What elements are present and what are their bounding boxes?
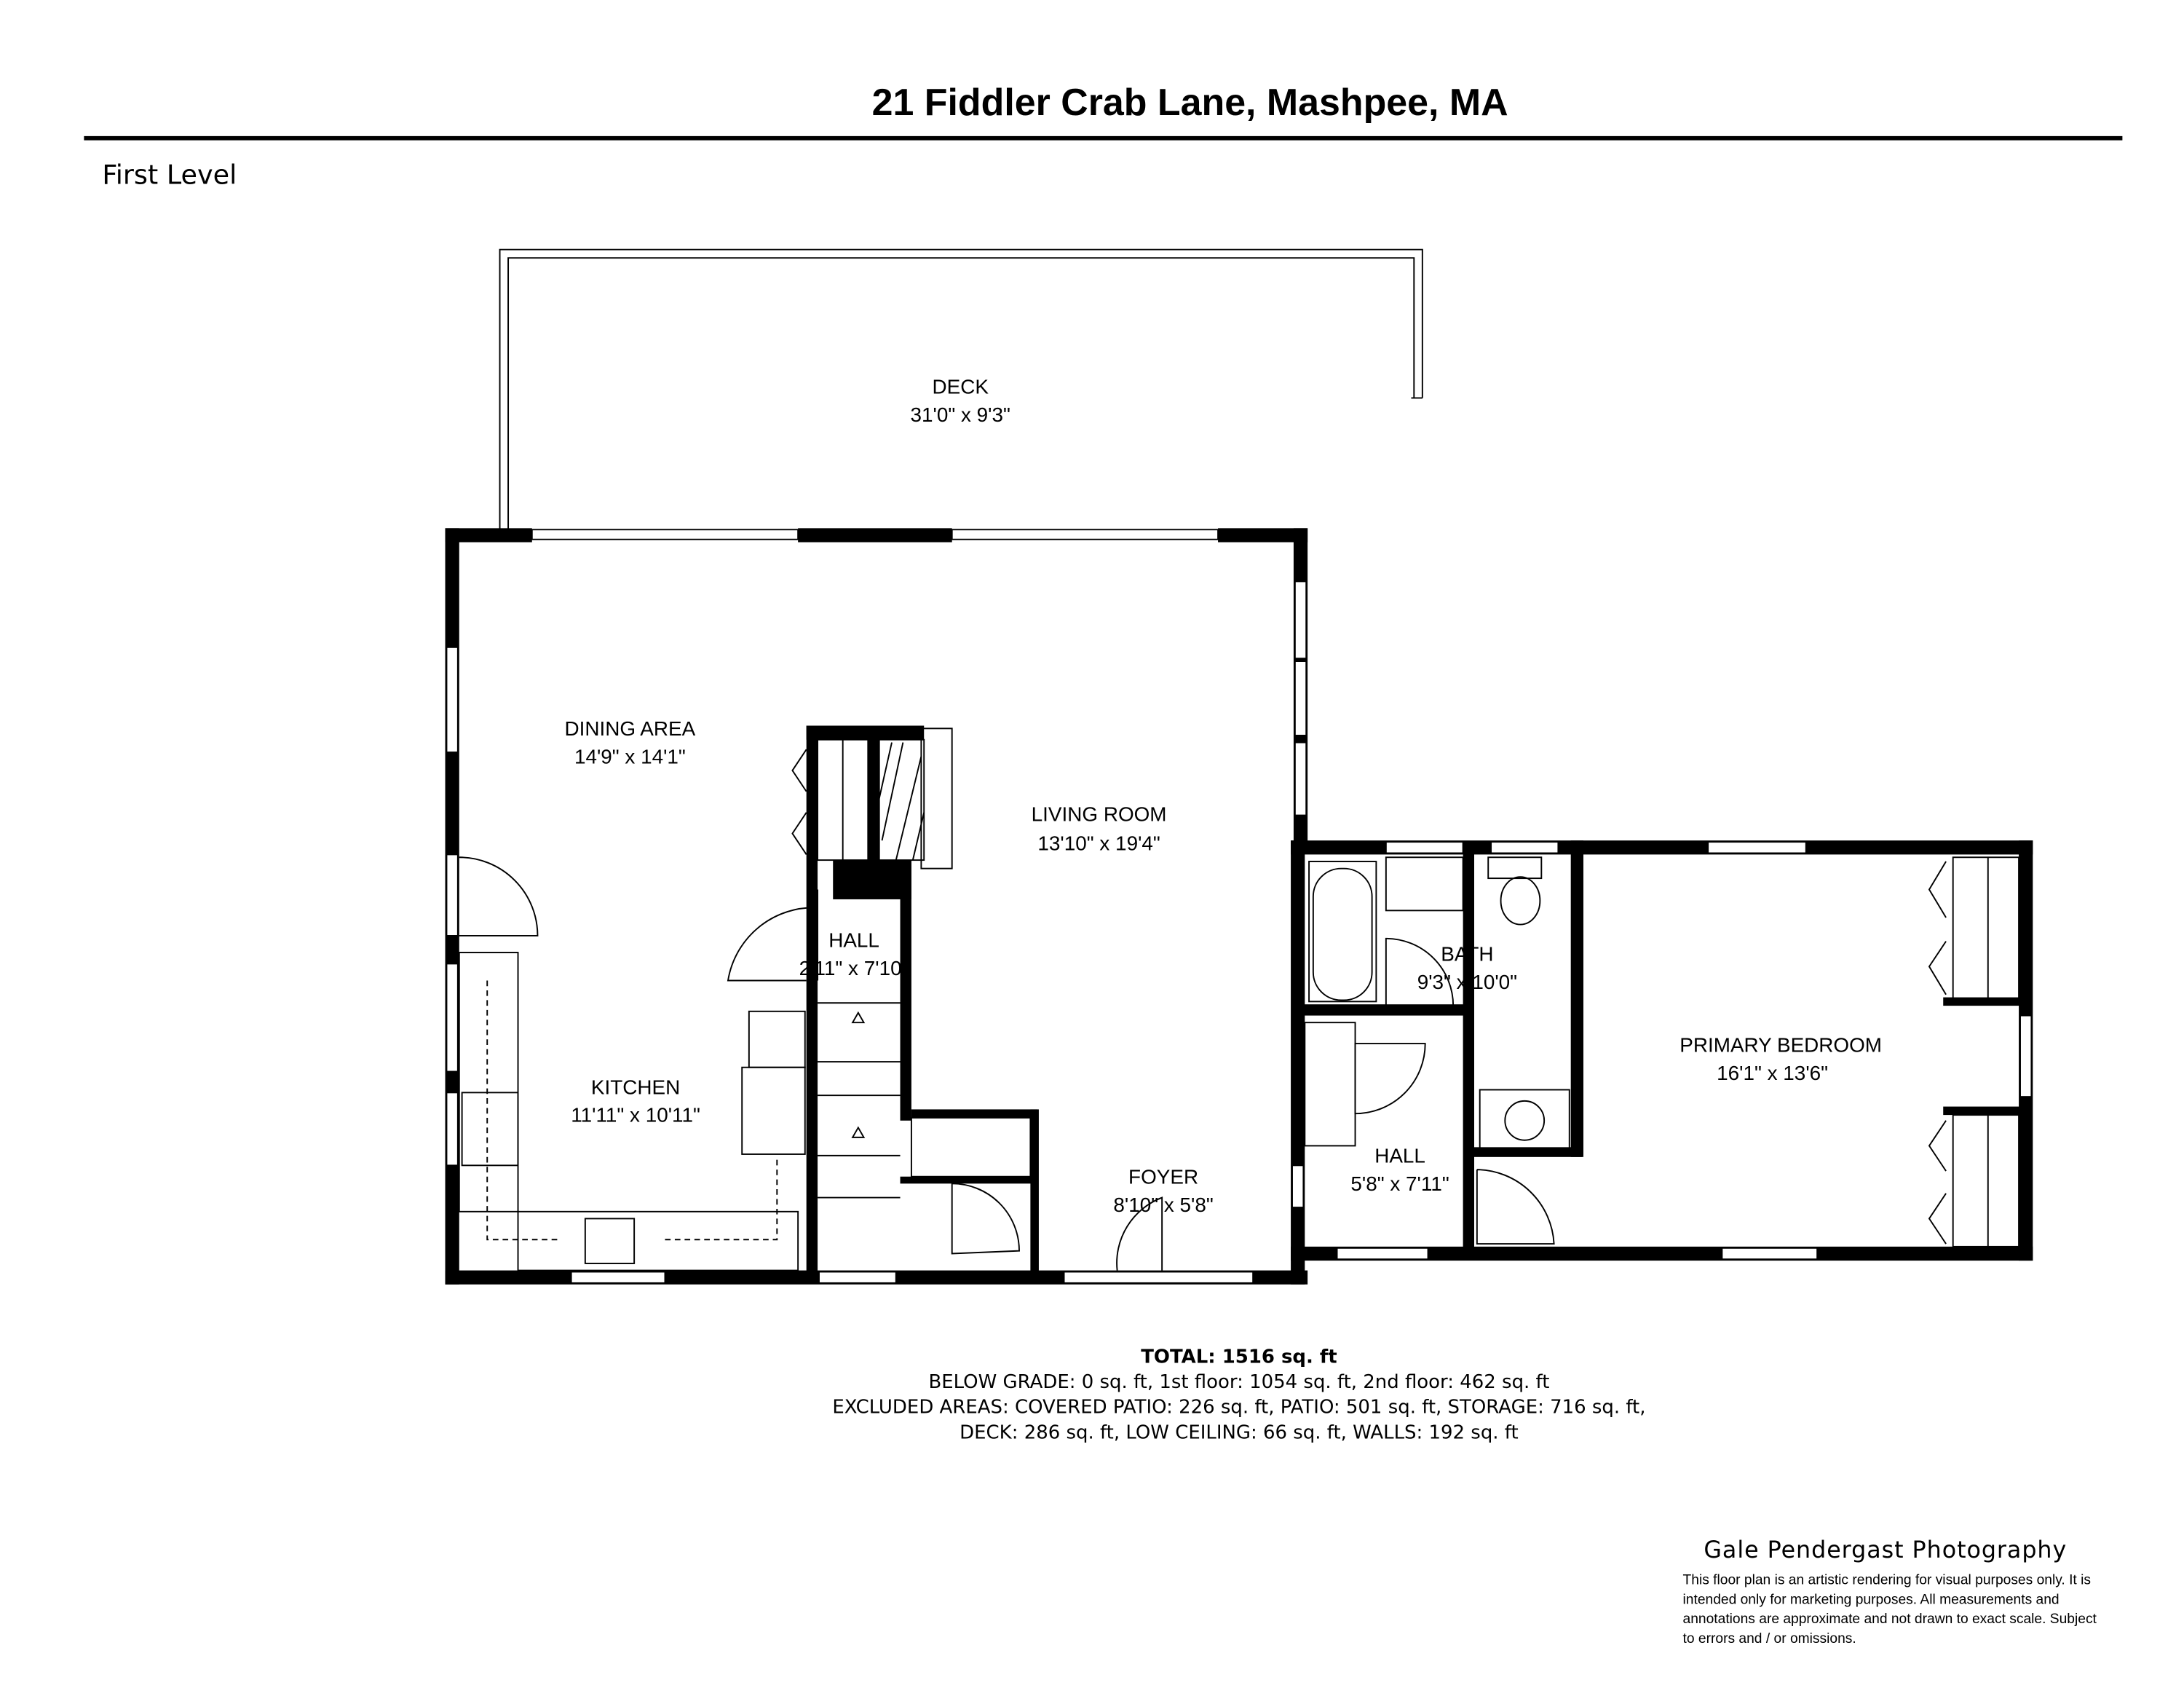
room-name-bath: BATH	[1441, 943, 1493, 966]
room-dims-dining: 14'9" x 14'1"	[574, 745, 686, 768]
disclaimer-line: This floor plan is an artistic rendering…	[1683, 1572, 2091, 1588]
footer: Gale Pendergast Photography This floor p…	[1683, 1537, 2097, 1646]
deck-outline	[499, 248, 1423, 530]
disclaimer-line: to errors and / or omissions.	[1683, 1631, 1856, 1646]
room-dims-hall-2: 5'8" x 7'11"	[1350, 1172, 1449, 1195]
room-labels: DECK 31'0" x 9'3" DINING AREA 14'9" x 14…	[565, 376, 1883, 1216]
room-dims-hall: 2'11" x 7'10"	[799, 957, 909, 979]
area-line-3: DECK: 286 sq. ft, LOW CEILING: 66 sq. ft…	[960, 1421, 1518, 1443]
room-name-deck: DECK	[933, 376, 989, 398]
disclaimer-line: intended only for marketing purposes. Al…	[1683, 1592, 2060, 1607]
room-dims-living: 13'10" x 19'4"	[1037, 832, 1160, 855]
area-line-2: EXCLUDED AREAS: COVERED PATIO: 226 sq. f…	[832, 1397, 1645, 1419]
room-name-primary-bedroom: PRIMARY BEDROOM	[1679, 1034, 1882, 1057]
room-name-kitchen: KITCHEN	[591, 1076, 680, 1098]
room-dims-primary-bedroom: 16'1" x 13'6"	[1717, 1062, 1828, 1084]
walls	[445, 528, 2033, 1285]
room-dims-foyer: 8'10" x 5'8"	[1113, 1194, 1213, 1216]
room-name-dining: DINING AREA	[565, 717, 696, 740]
page-title: 21 Fiddler Crab Lane, Mashpee, MA	[872, 82, 1508, 124]
room-name-hall-2: HALL	[1374, 1145, 1425, 1167]
room-dims-kitchen: 11'11" x 10'11"	[571, 1104, 700, 1127]
title-rule	[84, 135, 2123, 141]
room-name-foyer: FOYER	[1128, 1165, 1198, 1188]
room-name-hall: HALL	[828, 928, 879, 951]
area-line-1: BELOW GRADE: 0 sq. ft, 1st floor: 1054 s…	[928, 1371, 1549, 1393]
room-dims-bath: 9'3" x 10'0"	[1417, 971, 1517, 993]
room-dims-deck: 31'0" x 9'3"	[911, 403, 1010, 426]
room-name-living: LIVING ROOM	[1032, 802, 1167, 825]
disclaimer-line: annotations are approximate and not draw…	[1683, 1612, 2097, 1627]
level-label: First Level	[102, 159, 237, 190]
area-summary: TOTAL: 1516 sq. ft BELOW GRADE: 0 sq. ft…	[832, 1346, 1645, 1444]
photographer-brand: Gale Pendergast Photography	[1704, 1537, 2067, 1563]
total-area: TOTAL: 1516 sq. ft	[1141, 1346, 1337, 1368]
fixtures	[458, 727, 2020, 1271]
